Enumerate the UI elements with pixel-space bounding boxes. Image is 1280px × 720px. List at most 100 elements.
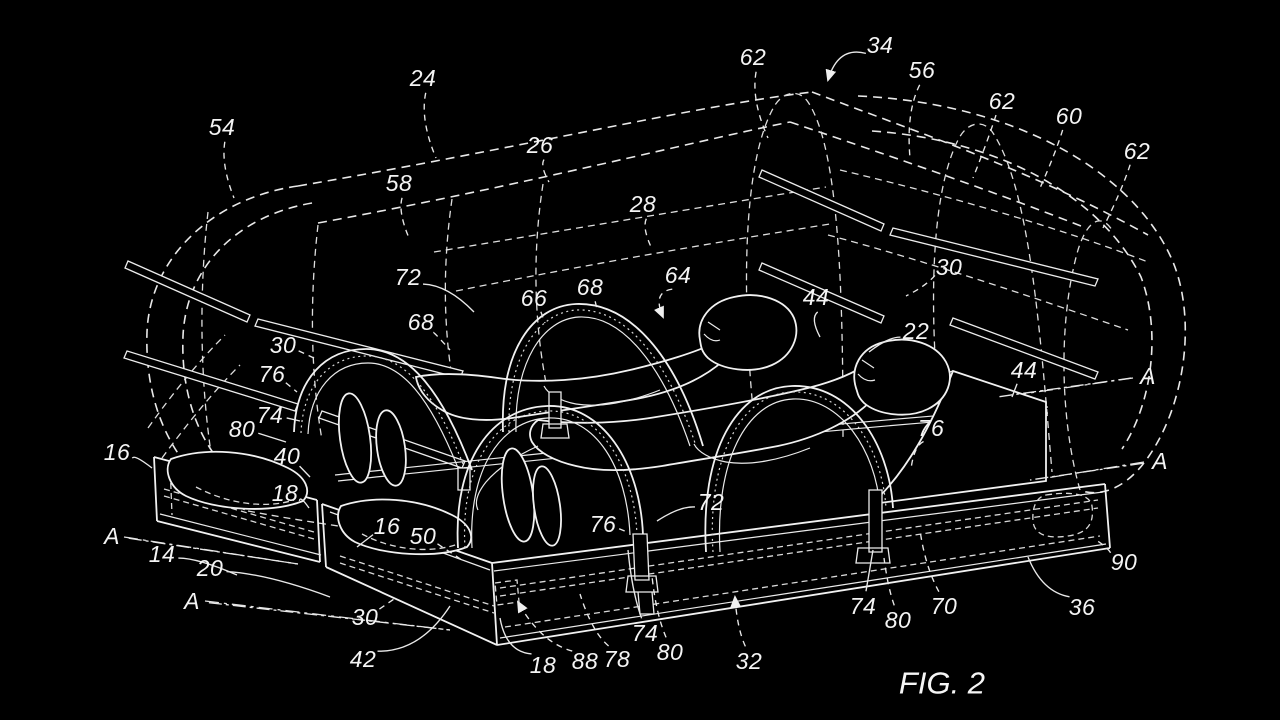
- leader-line-26: [542, 159, 550, 183]
- leader-line-78: [579, 593, 610, 647]
- leader-line-76: [910, 440, 924, 470]
- ref-label-88: 88: [572, 648, 599, 674]
- ref-label-A: A: [102, 523, 120, 549]
- ref-label-14: 14: [149, 541, 176, 567]
- ref-label-74: 74: [257, 402, 284, 428]
- ref-label-80: 80: [229, 416, 256, 442]
- leader-line-90: [1095, 539, 1112, 554]
- restraint-arches: [293, 303, 894, 615]
- leader-line-A: [128, 537, 299, 565]
- leader-line-18: [298, 498, 310, 509]
- arch-torso-front: [456, 405, 659, 615]
- leader-line-58: [400, 197, 410, 239]
- leader-line-36: [1027, 556, 1070, 598]
- ref-label-74: 74: [850, 593, 877, 619]
- leader-line-32: [730, 594, 746, 647]
- leader-line-16: [131, 456, 153, 469]
- ref-label-62: 62: [1124, 138, 1151, 164]
- ref-label-76: 76: [918, 415, 945, 441]
- leader-line-44: [1011, 383, 1018, 398]
- ref-label-18: 18: [530, 652, 557, 678]
- leader-line-72: [422, 283, 475, 313]
- leader-line-62: [1102, 164, 1131, 229]
- leader-line-62: [972, 114, 997, 179]
- ref-label-30: 30: [936, 254, 963, 280]
- ref-label-56: 56: [909, 57, 936, 83]
- ref-label-A: A: [1138, 363, 1156, 389]
- leader-line-72: [656, 506, 696, 522]
- ref-label-70: 70: [931, 593, 958, 619]
- leader-line-44: [813, 311, 821, 338]
- leader-line-34: [825, 51, 867, 82]
- ref-label-20: 20: [196, 555, 224, 581]
- ref-label-34: 34: [867, 32, 894, 58]
- ref-label-60: 60: [1056, 103, 1083, 129]
- ref-label-24: 24: [409, 65, 437, 91]
- leader-line-74: [627, 549, 643, 619]
- ref-label-90: 90: [1111, 549, 1138, 575]
- leader-line-16: [356, 534, 374, 548]
- leader-line-70: [919, 529, 940, 593]
- ref-label-62: 62: [989, 88, 1016, 114]
- leader-line-20: [226, 570, 331, 598]
- leader-line-66: [540, 311, 546, 324]
- leader-line-56: [908, 84, 921, 159]
- leader-line-A: [208, 602, 451, 631]
- leader-line-60: [1039, 129, 1064, 189]
- ref-label-62: 62: [740, 44, 767, 70]
- leader-line-42: [377, 605, 451, 652]
- ref-label-44: 44: [1011, 357, 1038, 383]
- leader-line-88: [517, 600, 573, 652]
- ref-label-30: 30: [352, 604, 379, 630]
- ref-label-16: 16: [374, 513, 401, 539]
- leader-line-68: [594, 301, 598, 310]
- ref-label-18: 18: [272, 480, 299, 506]
- leader-line-24: [423, 92, 437, 159]
- ref-label-44: 44: [803, 284, 830, 310]
- leader-line-80: [883, 557, 895, 606]
- leader-line-28: [644, 218, 653, 250]
- ref-label-74: 74: [632, 620, 659, 646]
- leader-line-76: [618, 528, 628, 533]
- ref-label-26: 26: [526, 132, 554, 158]
- ref-label-32: 32: [736, 648, 763, 674]
- leader-line-50: [437, 543, 463, 561]
- ref-label-58: 58: [386, 170, 413, 196]
- ref-label-80: 80: [657, 639, 684, 665]
- ref-label-72: 72: [698, 489, 725, 515]
- leader-line-A: [996, 377, 1132, 398]
- leader-line-76: [285, 382, 298, 393]
- ref-label-40: 40: [274, 443, 301, 469]
- ref-label-54: 54: [209, 114, 236, 140]
- leader-line-18: [499, 617, 532, 655]
- arch-torso-rear: [501, 303, 704, 447]
- ref-label-68: 68: [408, 309, 435, 335]
- ref-label-80: 80: [885, 607, 912, 633]
- ref-label-72: 72: [395, 264, 422, 290]
- leader-line-68: [432, 331, 451, 351]
- ref-label-36: 36: [1069, 594, 1096, 620]
- leader-line-22: [868, 336, 901, 353]
- leader-line-40: [299, 465, 311, 478]
- leader-line-64: [653, 288, 673, 319]
- ref-label-42: 42: [350, 646, 377, 672]
- ref-label-64: 64: [665, 262, 692, 288]
- ref-label-76: 76: [259, 361, 286, 387]
- ref-label-28: 28: [629, 191, 657, 217]
- ref-label-22: 22: [902, 318, 930, 344]
- ref-label-76: 76: [590, 511, 617, 537]
- leader-line-30: [379, 596, 398, 610]
- enclosure-phantom-outline: [146, 91, 1187, 528]
- leader-line-30: [298, 350, 317, 360]
- leader-line-74: [286, 417, 301, 422]
- ref-label-16: 16: [104, 439, 131, 465]
- leader-line-80: [651, 575, 667, 638]
- leader-line-62: [754, 71, 769, 139]
- ref-label-50: 50: [410, 523, 437, 549]
- leader-line-80: [258, 432, 287, 443]
- side-slats: [123, 169, 1099, 469]
- leader-line-54: [223, 141, 235, 199]
- figure-caption: FIG. 2: [899, 666, 985, 701]
